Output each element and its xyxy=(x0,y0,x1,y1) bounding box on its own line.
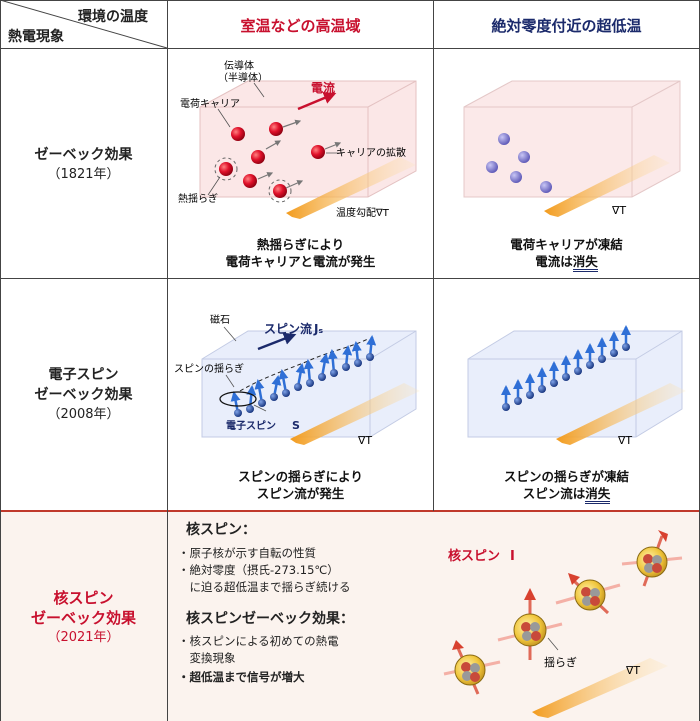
gradient-arrow xyxy=(286,157,416,219)
seebeck-high-diagram: 伝導体 （半導体） 電流 電荷キャリア キャリアの拡散 熱揺らぎ 温度勾配∇T xyxy=(178,59,417,219)
grid-top xyxy=(0,0,700,1)
nuclear-year: （2021年） xyxy=(47,630,120,645)
spin-low-caption: スピンの揺らぎが凍結 スピン流は消失 xyxy=(434,468,699,504)
label-gradient: 温度勾配∇T xyxy=(336,206,390,219)
header-thermo-effect: 熱電現象 xyxy=(8,29,64,45)
label-diffusion: キャリアの拡散 xyxy=(336,146,406,159)
seebeck-name: ゼーベック効果 xyxy=(34,147,133,163)
grid-left xyxy=(0,0,1,721)
gradient-arrow-cold xyxy=(544,155,670,217)
nuclear-spin-diagram: 核スピン I 揺らぎ ∇T xyxy=(443,530,683,718)
electron-spins xyxy=(230,335,377,417)
label-nuclear-fluct: 揺らぎ xyxy=(544,655,577,669)
spin-high-caption: スピンの揺らぎにより スピン流が発生 xyxy=(168,468,433,502)
grid-header-bottom xyxy=(0,48,700,49)
nuclear-row-background xyxy=(0,511,700,721)
spin-low-caption-1: スピンの揺らぎが凍結 xyxy=(503,469,629,484)
grid-col2 xyxy=(433,0,434,511)
seebeck-low-caption-1: 電荷キャリアが凍結 xyxy=(510,237,623,252)
header-col-high: 室温などの高温域 xyxy=(240,17,361,35)
conductor-block xyxy=(199,80,417,198)
grid-col1 xyxy=(167,0,168,721)
row-label-spin: 電子スピン ゼーベック効果 （2008年） xyxy=(0,365,167,425)
label-current: 電流 xyxy=(311,80,335,95)
spin-name-1: 電子スピン xyxy=(48,367,119,383)
label-fluctuation: 熱揺らぎ xyxy=(178,192,218,205)
nuclear-bullet-4: ・超低温まで信号が増大 xyxy=(178,670,305,684)
frozen-spins xyxy=(501,325,631,411)
nuclear-heading-1: 核スピン： xyxy=(186,522,256,538)
label-nuclear-spin: 核スピン xyxy=(448,548,500,564)
nuclear-bullet-1: ・原子核が示す自転の性質 xyxy=(178,546,316,560)
label-magnet: 磁石 xyxy=(210,313,230,326)
nuclear-bullet-2: ・絶対零度（摂氏-273.15℃） xyxy=(178,563,339,577)
seebeck-low-caption: 電荷キャリアが凍結 電流は消失 xyxy=(434,236,699,272)
label-s: S xyxy=(292,419,300,432)
label-nuclear-gradient: ∇T xyxy=(625,664,640,677)
seebeck-low-caption-2-em: 消失 xyxy=(572,254,598,272)
label-gradient-cold: ∇T xyxy=(611,204,626,217)
nuclear-heading-2: 核スピンゼーベック効果： xyxy=(186,611,354,627)
seebeck-high-caption-2: 電荷キャリアと電流が発生 xyxy=(225,254,376,269)
row-label-nuclear: 核スピン ゼーベック効果 （2021年） xyxy=(0,588,167,648)
label-spin-fluct: スピンの揺らぎ xyxy=(174,362,244,375)
diffusion-arrows xyxy=(257,119,342,189)
spin-low-diagram: ∇T xyxy=(467,325,686,447)
label-electron-spin: 電子スピン xyxy=(226,420,276,432)
nuclear-name-1: 核スピン xyxy=(53,589,114,607)
nuclear-name-2: ゼーベック効果 xyxy=(30,609,136,627)
spin-high-caption-1: スピンの揺らぎにより xyxy=(238,469,363,484)
label-spin-gradient: ∇T xyxy=(357,434,372,447)
frozen-carriers xyxy=(486,133,552,193)
label-semiconductor: （半導体） xyxy=(218,71,268,84)
grid-row1-bottom xyxy=(0,278,700,279)
label-conductor: 伝導体 xyxy=(224,59,254,72)
spin-current-arrow xyxy=(257,332,297,351)
label-spin-current: スピン流 xyxy=(264,321,312,336)
magnet-block-cold xyxy=(467,330,683,438)
nuclear-spins xyxy=(443,530,683,695)
spin-high-caption-2: スピン流が発生 xyxy=(256,486,345,501)
label-js: Jₛ xyxy=(313,322,323,336)
spin-name-2: ゼーベック効果 xyxy=(34,387,133,403)
label-carrier: 電荷キャリア xyxy=(180,98,240,110)
header-diagonal xyxy=(0,0,168,49)
nuclear-text-block: 核スピン： ・原子核が示す自転の性質 ・絶対零度（摂氏-273.15℃） に迫る… xyxy=(178,519,428,687)
nuclear-bullet-2b: に迫る超低温まで揺らぎ続ける xyxy=(178,580,351,594)
grid-row2-bottom xyxy=(0,510,700,512)
seebeck-low-caption-2-pre: 電流は xyxy=(535,254,573,269)
seebeck-high-caption: 熱揺らぎにより 電荷キャリアと電流が発生 xyxy=(168,236,433,270)
carrier-balls xyxy=(214,122,325,203)
nuclear-bullet-3: ・核スピンによる初めての熱電 xyxy=(178,634,339,648)
spin-high-diagram: 磁石 スピン流 Jₛ スピンの揺らぎ 電子スピン S ∇T xyxy=(174,313,420,447)
spin-low-caption-2-pre: スピン流は xyxy=(522,486,586,501)
spin-gradient-arrow xyxy=(290,383,420,445)
label-spin-gradient-cold: ∇T xyxy=(617,434,632,447)
seebeck-low-diagram: ∇T xyxy=(463,80,681,217)
nuclear-bullet-3b: 変換現象 xyxy=(178,651,236,665)
seebeck-year: （1821年） xyxy=(47,167,120,182)
conductor-block-cold xyxy=(463,80,681,198)
precession-ellipse xyxy=(219,391,257,407)
label-nuclear-i: I xyxy=(510,549,515,564)
spin-low-caption-2-em: 消失 xyxy=(585,486,611,504)
header-col-low: 絶対零度付近の超低温 xyxy=(491,17,642,35)
header-env-temp: 環境の温度 xyxy=(78,9,148,25)
current-arrow xyxy=(297,92,337,111)
spin-gradient-arrow-cold xyxy=(556,383,686,445)
seebeck-high-caption-1: 熱揺らぎにより xyxy=(256,237,345,252)
nuclear-gradient-arrow xyxy=(532,658,668,718)
spin-year: （2008年） xyxy=(47,407,120,422)
row-label-seebeck: ゼーベック効果 （1821年） xyxy=(0,145,167,185)
